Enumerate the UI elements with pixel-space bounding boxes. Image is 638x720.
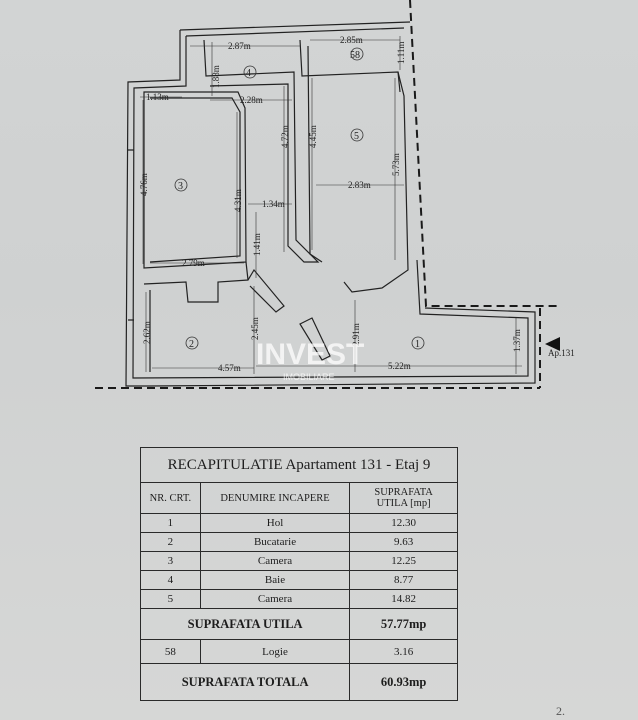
- plan-walls: [125, 21, 536, 387]
- util-total-row: SUPRAFATA UTILA 57.77mp: [139, 608, 458, 640]
- entrance-label: Ap.131: [548, 348, 575, 358]
- header-nr: NR. CRT.: [140, 482, 201, 514]
- table-row: 2 Bucatarie 9.63: [140, 532, 458, 552]
- dim-287: 2.87m: [228, 41, 251, 51]
- page-number: 2.: [556, 704, 565, 718]
- row-area: 8.77: [349, 570, 458, 590]
- row-name: Camera: [199, 551, 351, 571]
- row-nr: 4: [140, 570, 201, 590]
- dim-283: 2.83m: [348, 180, 371, 190]
- recap-table-container: RECAPITULATIE Apartament 131 - Etaj 9 NR…: [139, 447, 458, 701]
- room-number-2: 2: [189, 339, 194, 350]
- row-name: Camera: [199, 589, 351, 609]
- entrance-arrow-icon: [545, 337, 560, 351]
- row-name: Hol: [199, 513, 351, 533]
- dim-113: 1.13m: [146, 92, 169, 102]
- row-area: 12.25: [349, 551, 458, 571]
- logie-row: 58 Logie 3.16: [140, 639, 458, 664]
- logie-area: 3.16: [349, 639, 458, 664]
- row-area: 14.82: [349, 589, 458, 609]
- room-number-3: 3: [178, 181, 183, 192]
- row-area: 12.30: [349, 513, 458, 533]
- table-row: 4 Baie 8.77: [140, 570, 458, 590]
- dim-111: 1.11m: [396, 42, 406, 64]
- row-name: Bucatarie: [199, 532, 351, 552]
- dim-522: 5.22m: [388, 361, 411, 371]
- floor-plan: Ap.131 4 58 5 3 2 1 2.87m 2.85m 1.11m 1.…: [95, 0, 575, 389]
- row-nr: 3: [140, 551, 201, 571]
- header-area-line2: UTILA [mp]: [376, 498, 431, 509]
- dim-262: 2.62m: [142, 321, 152, 344]
- room-number-4: 4: [246, 68, 251, 79]
- dim-141: 1.41m: [252, 233, 262, 256]
- logie-name: Logie: [199, 639, 351, 664]
- row-nr: 1: [140, 513, 201, 533]
- dim-137: 1.37m: [512, 329, 522, 352]
- dim-245: 2.45m: [250, 317, 260, 340]
- total-value: 60.93mp: [349, 663, 458, 701]
- dim-431: 4.31m: [233, 189, 243, 212]
- dim-457: 4.57m: [218, 363, 241, 373]
- util-label: SUPRAFATA UTILA: [139, 608, 351, 640]
- dim-445: 4.45m: [308, 125, 318, 148]
- watermark-sub: IMOBILIARE: [283, 372, 335, 382]
- plan-boundary: [95, 0, 560, 389]
- table-row: 5 Camera 14.82: [140, 589, 458, 609]
- row-nr: 5: [140, 589, 201, 609]
- recap-title: RECAPITULATIE Apartament 131 - Etaj 9: [140, 447, 458, 483]
- room-number-58: 58: [350, 50, 360, 61]
- row-area: 9.63: [349, 532, 458, 552]
- watermark-logo: INVEST: [256, 338, 364, 371]
- table-row: 3 Camera 12.25: [140, 551, 458, 571]
- header-name: DENUMIRE INCAPERE: [199, 482, 351, 514]
- row-name: Baie: [199, 570, 351, 590]
- dim-291: 2.91m: [351, 323, 361, 346]
- header-area-line1: SUPRAFATA: [374, 487, 433, 498]
- util-value: 57.77mp: [349, 608, 458, 640]
- room-number-5: 5: [354, 131, 359, 142]
- table-row: 1 Hol 12.30: [140, 513, 458, 533]
- dim-573: 5.73m: [391, 153, 401, 176]
- logie-nr: 58: [140, 639, 201, 664]
- dim-285: 2.85m: [340, 35, 363, 45]
- dim-472: 4.72m: [280, 125, 290, 148]
- dim-188: 1.88m: [211, 65, 221, 88]
- total-label: SUPRAFATA TOTALA: [139, 663, 351, 701]
- dim-228: 2.28m: [240, 95, 263, 105]
- grand-total-row: SUPRAFATA TOTALA 60.93mp: [139, 663, 458, 701]
- dim-134: 1.34m: [262, 199, 285, 209]
- dim-279: 2.79m: [182, 258, 205, 268]
- room-number-1: 1: [415, 339, 420, 350]
- row-nr: 2: [140, 532, 201, 552]
- dim-476: 4.76m: [139, 173, 149, 196]
- recap-table: RECAPITULATIE Apartament 131 - Etaj 9 NR…: [139, 447, 458, 701]
